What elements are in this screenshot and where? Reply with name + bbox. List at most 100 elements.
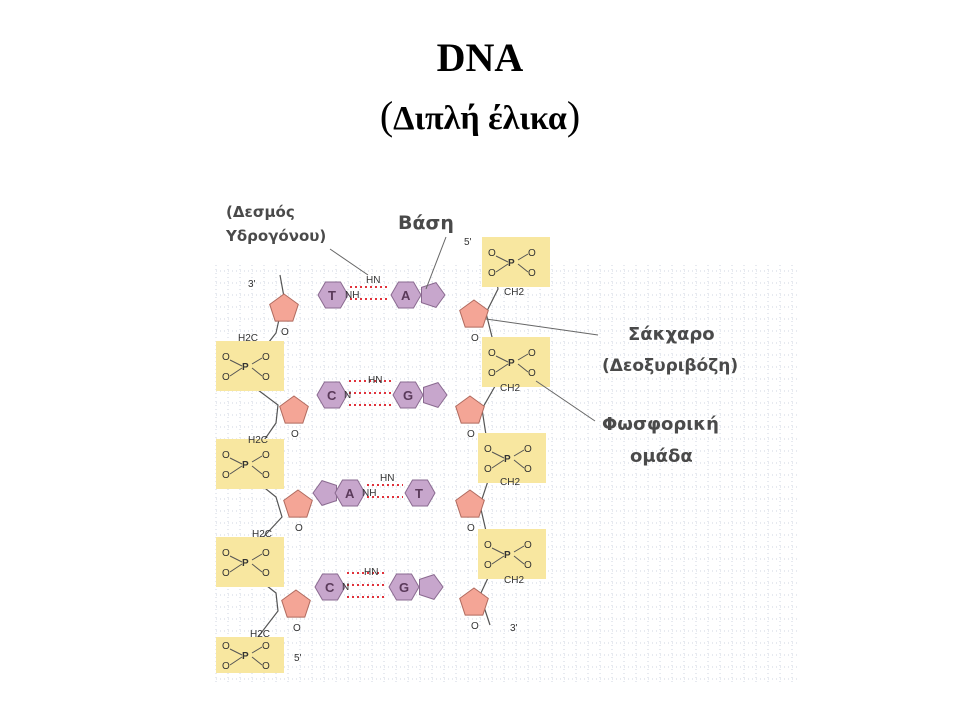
annotation-labels: (Δεσμός Υδρογόνου) Βάση Σάκχαρο (Δεοξυρι… xyxy=(225,203,738,467)
oxygen-label: O xyxy=(222,352,230,363)
oxygen-label: O xyxy=(222,661,230,672)
oxygen-label: O xyxy=(488,248,496,259)
phosphate-label-line2: ομάδα xyxy=(630,446,693,467)
hydrogen-bond-pointer xyxy=(329,248,369,276)
phosphate-p: P xyxy=(508,358,515,369)
h2c-label: H2C xyxy=(252,529,272,540)
oxygen-label: O xyxy=(262,372,270,383)
oxygen-label: O xyxy=(484,560,492,571)
phosphate-bonds xyxy=(229,357,263,377)
purine-six-ring xyxy=(392,381,424,409)
right-base-letter: T xyxy=(415,486,423,501)
oxygen-label: O xyxy=(484,444,492,455)
hydrogen-bond-label-line2: Υδρογόνου) xyxy=(225,227,326,245)
ring-oxygen: O xyxy=(293,623,301,634)
oxygen-label: O xyxy=(262,470,270,481)
oxygen-label: O xyxy=(524,464,532,475)
right-base-letter: G xyxy=(399,580,409,595)
phosphate-box xyxy=(482,237,550,287)
phosphate-bonds xyxy=(495,253,529,273)
sugar-ring: O H2C xyxy=(252,489,313,540)
strand-end-5prime-bottom: 5' xyxy=(294,653,302,664)
phosphate-label-line1: Φωσφορική xyxy=(602,414,719,435)
hn-label: HN xyxy=(380,473,394,484)
phosphate-bonds xyxy=(229,553,263,573)
deoxyribose-pentagon xyxy=(281,589,311,618)
oxygen-label: O xyxy=(488,268,496,279)
subtitle-open-paren: ( xyxy=(379,93,394,138)
oxygen-label: O xyxy=(222,568,230,579)
phosphate-bonds xyxy=(229,455,263,475)
deoxyribose-pentagon xyxy=(459,299,489,328)
purine-five-ring xyxy=(423,382,448,408)
phosphate-box xyxy=(216,637,284,673)
ring-oxygen: O xyxy=(471,333,479,344)
oxygen-label: O xyxy=(222,470,230,481)
oxygen-label: O xyxy=(528,348,536,359)
purine-six-ring xyxy=(334,479,366,507)
ring-oxygen: O xyxy=(471,621,479,632)
sugar-ring: O H2C xyxy=(250,589,311,640)
purine-six-ring xyxy=(390,281,422,309)
oxygen-label: O xyxy=(528,368,536,379)
left-base-letter: C xyxy=(325,580,335,595)
pyrimidine-ring xyxy=(314,573,346,601)
purine-five-ring xyxy=(419,574,444,600)
oxygen-label: O xyxy=(222,450,230,461)
oxygen-label: O xyxy=(484,464,492,475)
hn-label: HN xyxy=(366,275,380,286)
phosphate-pointer xyxy=(535,380,596,422)
base-pointer xyxy=(425,236,447,290)
h2c-label: H2C xyxy=(250,629,270,640)
deoxyribose-pentagon xyxy=(455,489,485,518)
ring-oxygen: O xyxy=(467,523,475,534)
right-base-letter: G xyxy=(403,388,413,403)
subtitle-text: Διπλή έλικα xyxy=(393,100,567,137)
deoxyribose-pentagon xyxy=(459,587,489,616)
ring-oxygen: O xyxy=(291,429,299,440)
purine-five-ring xyxy=(312,480,337,506)
page-subtitle: (Διπλή έλικα) xyxy=(0,92,960,139)
ch2-label: CH2 xyxy=(504,287,524,298)
phosphate-bonds xyxy=(495,353,529,373)
phosphate-p: P xyxy=(242,460,249,471)
deoxyribose-pentagon xyxy=(279,395,309,424)
oxygen-label: O xyxy=(488,368,496,379)
oxygen-label: O xyxy=(262,568,270,579)
oxygen-label: O xyxy=(262,548,270,559)
oxygen-label: O xyxy=(262,641,270,652)
ring-oxygen: O xyxy=(467,429,475,440)
pyrimidine-ring xyxy=(317,281,349,309)
page-title: DNA xyxy=(436,35,524,80)
ch2-label: CH2 xyxy=(504,575,524,586)
phosphate-p: P xyxy=(242,651,249,662)
right-base-letter: A xyxy=(401,288,411,303)
oxygen-label: O xyxy=(528,268,536,279)
phosphate-box xyxy=(478,433,546,483)
phosphate-p: P xyxy=(242,362,249,373)
base-label: Βάση xyxy=(398,212,454,234)
ring-oxygen: O xyxy=(281,327,289,338)
sugar-label-line1: Σάκχαρο xyxy=(628,324,715,345)
nh-label: N xyxy=(344,390,351,401)
sugar-label-line2: (Δεοξυριβόζη) xyxy=(602,356,738,376)
nh-label: NH xyxy=(345,290,359,301)
hn-label: HN xyxy=(368,375,382,386)
deoxyribose-pentagon xyxy=(455,395,485,424)
purine-five-ring xyxy=(421,282,446,308)
oxygen-label: O xyxy=(222,641,230,652)
pyrimidine-ring xyxy=(404,479,436,507)
ring-oxygen: O xyxy=(295,523,303,534)
phosphate-bonds xyxy=(491,545,525,565)
